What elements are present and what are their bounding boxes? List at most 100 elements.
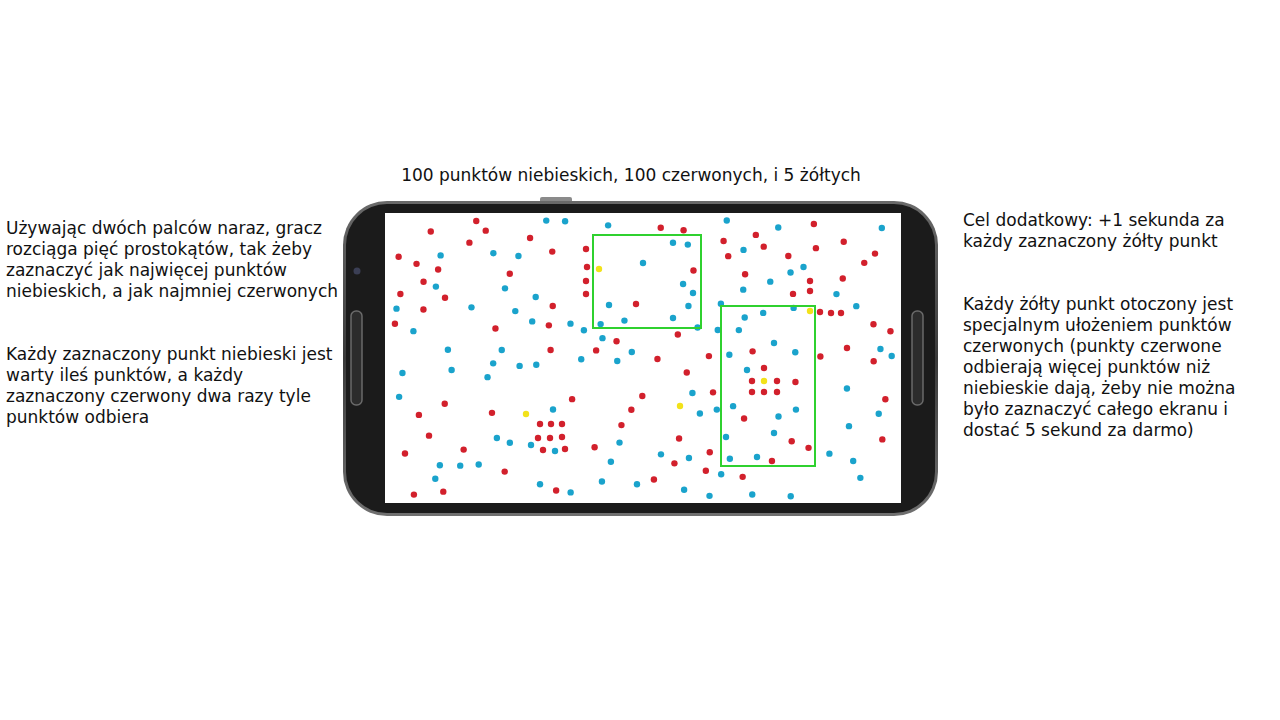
dot xyxy=(749,348,755,354)
dot xyxy=(550,406,556,412)
dot xyxy=(844,345,850,351)
dot xyxy=(413,261,419,267)
dot xyxy=(749,389,755,395)
dot xyxy=(741,415,747,421)
dot xyxy=(658,451,664,457)
dot xyxy=(718,471,724,477)
dot xyxy=(706,353,712,359)
dot xyxy=(680,281,686,287)
dot xyxy=(507,271,513,277)
dot xyxy=(537,481,543,487)
dot xyxy=(435,266,441,272)
dot xyxy=(516,363,522,369)
dot xyxy=(402,450,408,456)
dot xyxy=(475,461,481,467)
dot xyxy=(877,346,883,352)
selection-rectangle xyxy=(721,306,815,466)
dot xyxy=(841,239,847,245)
note: Cel dodatkowy: +1 sekunda za każdy zazna… xyxy=(963,210,1255,252)
dot xyxy=(628,406,634,412)
dot xyxy=(484,374,490,380)
dot xyxy=(840,275,846,281)
dot xyxy=(658,225,664,231)
dot xyxy=(596,266,602,272)
dot xyxy=(767,278,773,284)
dot xyxy=(870,321,876,327)
dot xyxy=(789,438,795,444)
dot xyxy=(584,264,590,270)
dot xyxy=(426,432,432,438)
dot xyxy=(710,389,716,395)
dot xyxy=(739,474,745,480)
dot xyxy=(583,291,589,297)
dot xyxy=(844,385,850,391)
dot xyxy=(473,218,479,224)
dot xyxy=(432,476,438,482)
dot xyxy=(761,243,767,249)
note: Każdy żółty punkt otoczony jest specjaln… xyxy=(963,294,1255,441)
dot xyxy=(760,310,766,316)
dot xyxy=(775,413,781,419)
dot xyxy=(618,422,624,428)
dot xyxy=(876,411,882,417)
dot xyxy=(547,347,553,353)
dot xyxy=(392,321,398,327)
dot xyxy=(736,327,742,333)
dot xyxy=(742,314,748,320)
dot xyxy=(689,390,695,396)
dot xyxy=(870,358,876,364)
dot xyxy=(681,487,687,493)
dot xyxy=(492,325,498,331)
dot xyxy=(686,455,692,461)
dot xyxy=(562,218,568,224)
dot xyxy=(785,253,791,259)
dot xyxy=(761,378,767,384)
dot xyxy=(684,369,690,375)
dot xyxy=(552,448,558,454)
dot xyxy=(838,310,844,316)
dot xyxy=(583,278,589,284)
dot xyxy=(442,295,448,301)
dot xyxy=(512,308,518,314)
dot xyxy=(499,347,505,353)
dot xyxy=(707,449,713,455)
dot xyxy=(697,410,703,416)
note: Używając dwóch palców naraz, gracz rozci… xyxy=(6,218,341,302)
dot xyxy=(800,264,806,270)
dot xyxy=(677,403,683,409)
dot xyxy=(680,227,686,233)
dot xyxy=(562,446,568,452)
dot xyxy=(428,228,434,234)
dot xyxy=(685,303,691,309)
note: Każdy zaznaczony punkt niebieski jest wa… xyxy=(6,344,341,428)
dot xyxy=(690,267,696,273)
dot xyxy=(410,328,416,334)
dot xyxy=(792,349,798,355)
dot xyxy=(502,285,508,291)
dot xyxy=(578,356,584,362)
dot xyxy=(633,301,639,307)
dot xyxy=(397,291,403,297)
dot xyxy=(879,436,885,442)
dot xyxy=(828,310,834,316)
dot xyxy=(567,489,573,495)
dot xyxy=(793,406,799,412)
dot xyxy=(726,351,732,357)
dot xyxy=(670,315,676,321)
dot xyxy=(440,488,446,494)
dot xyxy=(790,291,796,297)
dot xyxy=(740,247,746,253)
dot xyxy=(788,493,794,499)
dot xyxy=(807,288,813,294)
dot xyxy=(805,445,811,451)
dot xyxy=(420,279,426,285)
dot xyxy=(872,250,878,256)
dot xyxy=(787,269,793,275)
dot xyxy=(466,239,472,245)
dot xyxy=(420,306,426,312)
dot xyxy=(528,442,534,448)
dot xyxy=(396,394,402,400)
dot xyxy=(742,271,748,277)
dot xyxy=(553,487,559,493)
side-button xyxy=(912,311,923,405)
